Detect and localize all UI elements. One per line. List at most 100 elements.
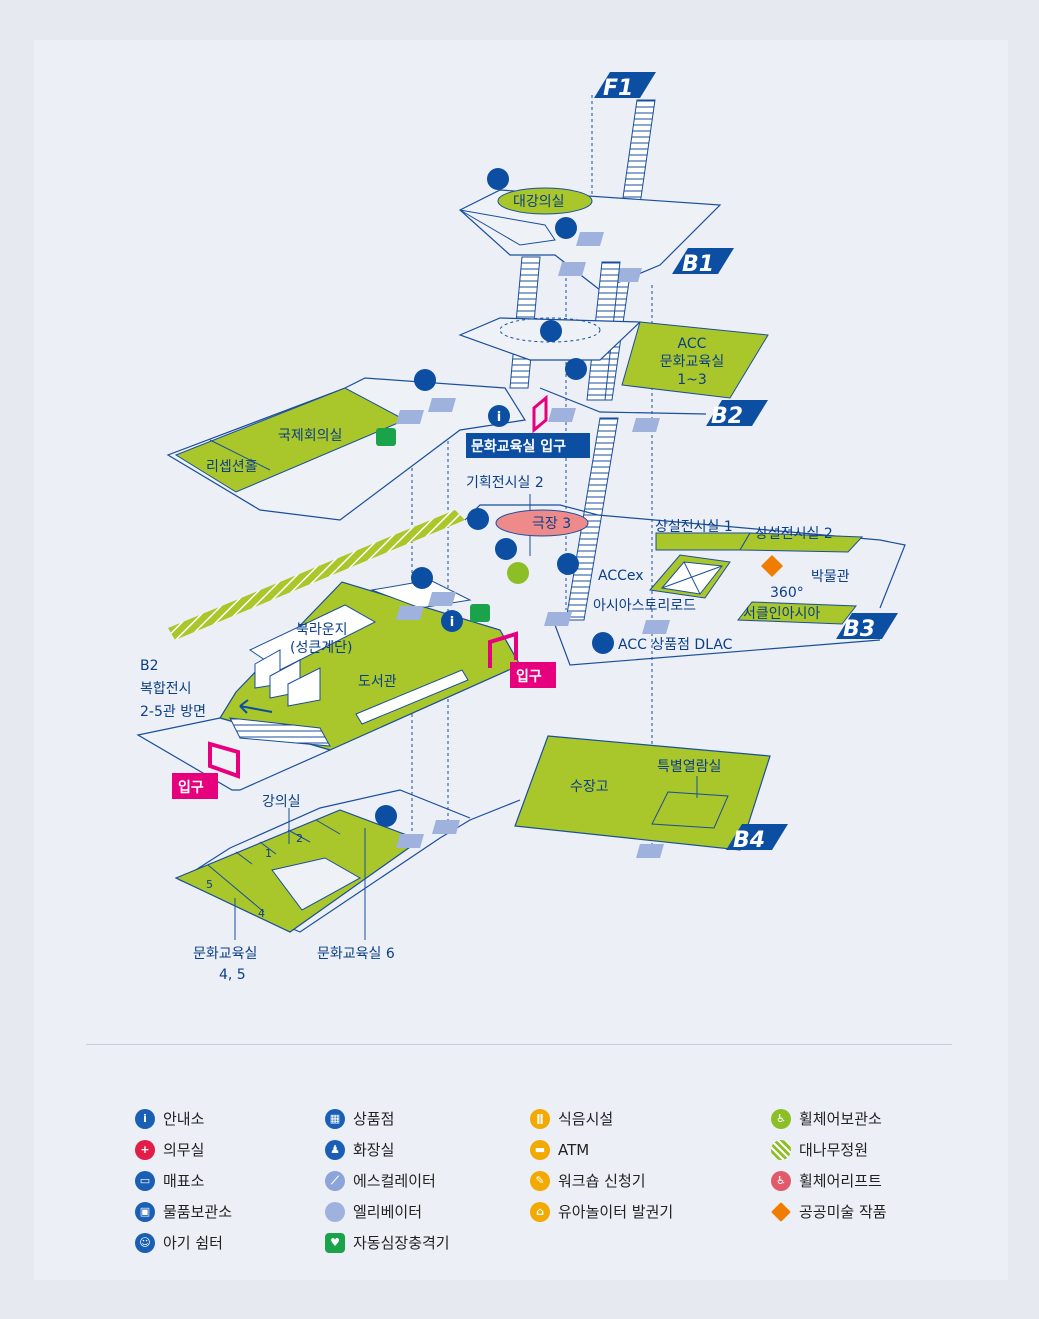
special-exhibit-2-label: 기획전시실 2 xyxy=(466,475,544,491)
escalator-icon xyxy=(565,417,619,621)
theater-3-area[interactable] xyxy=(495,509,589,537)
elevator-icon xyxy=(432,820,460,834)
entrance-door xyxy=(488,631,518,668)
permanent-1-area[interactable] xyxy=(655,532,751,551)
classroom-6-label: 문화교육실 6 xyxy=(317,946,395,962)
classroom-entrance-label: 문화교육실 입구 xyxy=(471,439,566,455)
first-aid-icon: + xyxy=(135,1139,155,1160)
legend-item: 대나무정원 xyxy=(771,1134,887,1165)
elevator-icon xyxy=(396,606,424,620)
elevator-icon xyxy=(614,268,642,282)
special-reading-label: 특별열람실 xyxy=(657,759,721,775)
legend-item: ☺아기 쉼터 xyxy=(135,1227,232,1258)
wheelchair-storage-icon: ♿ xyxy=(771,1108,791,1129)
circle-in-asia-area[interactable] xyxy=(737,601,857,625)
elevator-icon xyxy=(325,1201,345,1222)
floor-map: F1 대강의실 B1 ACC 문화교육실 1~3 B2 국제회의실 xyxy=(136,72,906,983)
acc-classroom-line3: 1~3 xyxy=(677,372,707,388)
wheelchair-lift-icon: ♿ xyxy=(771,1170,791,1191)
restroom-icon xyxy=(557,553,579,575)
acc-store-label: ACC 상품점 DLAC xyxy=(618,637,733,653)
circle-360-line1: 360° xyxy=(770,585,804,601)
floor-b3: 기획전시실 2 극장 3 상설전시실 1 상설전시실 2 ACCex 박물관 아… xyxy=(136,475,906,799)
legend-label: 유아놀이터 발권기 xyxy=(558,1203,674,1221)
legend-item: ♟화장실 xyxy=(325,1134,450,1165)
entrance-badge[interactable] xyxy=(510,662,556,688)
permanent-2-area[interactable] xyxy=(739,532,864,553)
floor-b4: 수장고 특별열람실 B4 5 4 1 2 강의실 문화교육실 4, 5 문화교육… xyxy=(174,735,788,983)
mezzanine xyxy=(458,317,642,361)
legend-label: 대나무정원 xyxy=(799,1141,869,1159)
room-5-label: 5 xyxy=(206,878,213,891)
classroom-entrance-door xyxy=(532,394,548,434)
elevator-icon xyxy=(428,398,456,412)
theater-3-label: 극장 3 xyxy=(532,516,571,532)
legend-label: 화장실 xyxy=(353,1141,395,1159)
legend-label: 워크숍 신청기 xyxy=(558,1172,646,1190)
elevator-icon xyxy=(544,612,572,626)
ticket-icon: ▭ xyxy=(135,1170,155,1191)
special-reading-area[interactable] xyxy=(651,791,729,829)
legend-item: +의무실 xyxy=(135,1134,232,1165)
defibrillator-icon xyxy=(376,428,396,446)
playground-icon: ⌂ xyxy=(530,1201,550,1222)
classroom-entrance-badge[interactable] xyxy=(466,433,590,458)
acc-classroom-line1: ACC xyxy=(678,336,707,352)
floor-b2-label: B2 xyxy=(711,404,743,429)
floor-f1-label: F1 xyxy=(603,76,633,101)
elevator-icon xyxy=(428,592,456,606)
classroom-45-line1: 문화교육실 xyxy=(193,946,257,962)
defibrillator-icon xyxy=(470,604,490,622)
legend-item: ♿휠체어보관소 xyxy=(771,1103,887,1134)
entrance-label: 입구 xyxy=(516,669,542,685)
legend-label: ATM xyxy=(558,1140,590,1159)
lecture-hall-area[interactable] xyxy=(497,187,593,215)
lecture-room-label: 강의실 xyxy=(262,794,301,810)
elevator-icon xyxy=(636,844,664,858)
legend-item: ▣물품보관소 xyxy=(135,1196,232,1227)
restaurant-icon: ǁ xyxy=(530,1108,550,1129)
entrance-door xyxy=(208,741,240,779)
info-icon: i xyxy=(135,1108,155,1129)
lecture-hall-label: 대강의실 xyxy=(513,194,565,210)
bamboo-icon xyxy=(771,1139,791,1160)
legend-label: 엘리베이터 xyxy=(353,1203,423,1221)
legend-label: 매표소 xyxy=(163,1172,205,1190)
acc-classroom-area[interactable] xyxy=(621,321,769,399)
museum-label: 박물관 xyxy=(811,569,850,585)
legend-label: 휠체어리프트 xyxy=(799,1172,882,1190)
reception-hall-label: 리셉션홀 xyxy=(206,459,258,475)
legend-item: ✎ 워크숍 신청기 xyxy=(530,1165,673,1196)
elevator-icon xyxy=(642,620,670,634)
legend-label: 에스컬레이터 xyxy=(353,1172,436,1190)
legend-label: 공공미술 작품 xyxy=(799,1203,887,1221)
locker-icon xyxy=(495,538,517,560)
accex-label: ACCex xyxy=(598,568,644,584)
gift-icon: ▦ xyxy=(325,1108,345,1129)
elevator-icon xyxy=(396,834,424,848)
info-icon xyxy=(441,610,463,632)
restroom-icon xyxy=(375,805,397,827)
storage-area[interactable] xyxy=(514,735,771,851)
permanent-2-label: 상설전시실 2 xyxy=(755,526,833,542)
restroom-icon xyxy=(414,369,436,391)
legend-label: 아기 쉼터 xyxy=(163,1234,223,1252)
b2-complex-line2: 복합전시 xyxy=(140,681,192,697)
entrance-badge[interactable] xyxy=(172,773,218,799)
international-room-label: 국제회의실 xyxy=(278,428,342,444)
svg-text:i: i xyxy=(450,615,454,630)
restroom-icon xyxy=(540,320,562,342)
legend-item: ♿ 휠체어리프트 xyxy=(771,1165,887,1196)
legend-item: ▦상품점 xyxy=(325,1103,450,1134)
locker-icon: ▣ xyxy=(135,1201,155,1222)
workshop-icon: ✎ xyxy=(530,1170,550,1191)
atm-icon: ▬ xyxy=(530,1139,550,1160)
defibrillator-icon: ♥ xyxy=(325,1232,345,1253)
classroom-45-line2: 4, 5 xyxy=(219,967,246,983)
elevator-icon xyxy=(548,408,576,422)
